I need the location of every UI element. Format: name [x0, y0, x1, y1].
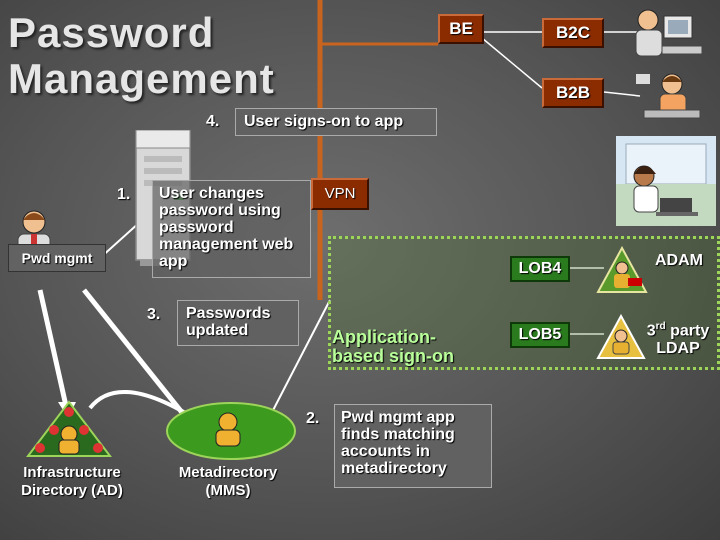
be-box: BE [438, 14, 484, 44]
ldap-triangle-icon [596, 313, 646, 365]
app-signon-label: Application- based sign-on [332, 327, 455, 366]
step4-number: 4. [206, 113, 220, 130]
page-title: Password Management [8, 9, 275, 102]
pwd-mgmt-label: Pwd mgmt [8, 244, 106, 272]
step3-text: Passwords updated [186, 305, 271, 339]
metadirectory-icon [164, 400, 298, 467]
vpn-box: VPN [311, 178, 369, 210]
ldap-rest: party [665, 322, 710, 340]
user-at-desk-icon [636, 70, 706, 127]
step2-box: Pwd mgmt app finds matching accounts in … [334, 404, 492, 488]
step2-number: 2. [306, 410, 320, 427]
adam-triangle-icon [596, 245, 648, 299]
ldap-line2: LDAP [656, 340, 700, 358]
user-at-desk-icon [630, 6, 706, 67]
ldap-prefix: 3 [646, 322, 656, 340]
ldap-sup: rd [655, 321, 666, 332]
directory-tree-icon [25, 400, 113, 463]
lob5-box: LOB5 [510, 322, 570, 348]
b2c-box: B2C [542, 18, 604, 48]
step1-box: User changes password using password man… [152, 180, 311, 278]
step3-number: 3. [147, 306, 161, 323]
step4-box: User signs-on to app [235, 108, 437, 136]
step3-box: Passwords updated [177, 300, 299, 346]
metadir-label: Metadirectory (MMS) [178, 464, 278, 499]
adam-label: ADAM [655, 252, 703, 269]
step2-text: Pwd mgmt app finds matching accounts in … [341, 409, 455, 477]
step4-text: User signs-on to app [244, 113, 404, 130]
b2b-box: B2B [542, 78, 604, 108]
step1-text: User changes password using password man… [159, 185, 294, 270]
ldap-label: 3rd party LDAP [640, 318, 716, 358]
user-laptop-icon [616, 136, 716, 231]
step1-number: 1. [117, 186, 131, 203]
lob4-box: LOB4 [510, 256, 570, 282]
infra-dir-label: Infrastructure Directory (AD) [21, 464, 123, 499]
